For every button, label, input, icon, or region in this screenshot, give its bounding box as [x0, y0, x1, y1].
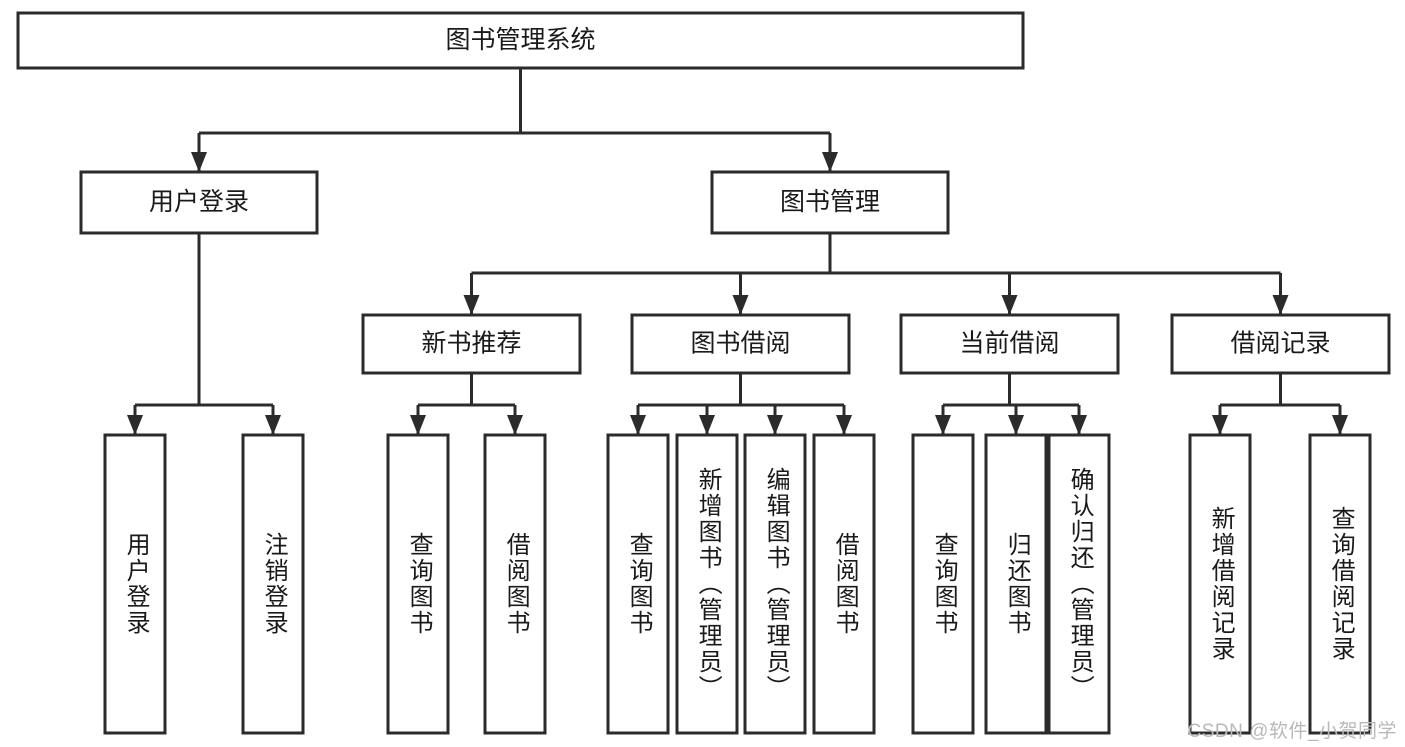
leaf-node-leaf-confirm-return[interactable]: [1047, 433, 1111, 735]
leaf-node-leaf-query-book-a[interactable]: [386, 433, 450, 735]
arrow-head: [1008, 415, 1024, 435]
arrow-head: [463, 295, 480, 315]
node-label: 图书管理系统: [445, 26, 595, 54]
node-box[interactable]: [812, 433, 876, 735]
node-current-borrow[interactable]: 当前借阅: [899, 313, 1120, 375]
leaf-node-leaf-return-book[interactable]: [984, 433, 1048, 735]
node-book-manage[interactable]: 图书管理: [710, 170, 950, 235]
node-box[interactable]: [79, 170, 319, 235]
node-label: 新书推荐: [421, 330, 521, 358]
node-label: 借阅记录: [1230, 330, 1330, 358]
node-box[interactable]: [16, 11, 1025, 70]
node-book-borrow[interactable]: 图书借阅: [630, 313, 851, 375]
node-box[interactable]: [103, 433, 167, 735]
arrow-head: [935, 415, 951, 435]
node-box[interactable]: [710, 170, 950, 235]
arrow-head: [1001, 295, 1018, 315]
node-box[interactable]: [911, 433, 975, 735]
arrow-head: [191, 152, 207, 172]
leaf-node-leaf-query-record[interactable]: [1308, 433, 1372, 735]
watermark-text: CSDN @软件_小贺同学: [1187, 721, 1397, 742]
arrow-head: [732, 295, 749, 315]
node-label: 用户登录: [149, 188, 249, 216]
node-box[interactable]: [984, 433, 1048, 735]
arrow-head: [1332, 415, 1348, 435]
node-new-book-rec[interactable]: 新书推荐: [361, 313, 582, 375]
leaf-node-leaf-add-record[interactable]: [1188, 433, 1252, 735]
node-box[interactable]: [241, 433, 305, 735]
node-box[interactable]: [1188, 433, 1252, 735]
arrow-head: [410, 415, 426, 435]
node-label: 当前借阅: [959, 330, 1059, 358]
leaf-node-leaf-edit-book[interactable]: [743, 433, 807, 735]
node-box[interactable]: [1308, 433, 1372, 735]
arrow-head: [767, 415, 783, 435]
leaf-node-leaf-query-book-c[interactable]: [911, 433, 975, 735]
leaf-node-leaf-borrow-book-a[interactable]: [483, 433, 547, 735]
node-box[interactable]: [743, 433, 807, 735]
node-box[interactable]: [483, 433, 547, 735]
leaf-node-leaf-query-book-b[interactable]: [606, 433, 670, 735]
arrow-head: [127, 415, 143, 435]
node-user-login[interactable]: 用户登录: [79, 170, 319, 235]
arrow-head: [507, 415, 523, 435]
node-box[interactable]: [899, 313, 1120, 375]
node-box[interactable]: [361, 313, 582, 375]
leaf-node-leaf-borrow-book-b[interactable]: [812, 433, 876, 735]
leaf-node-leaf-add-book[interactable]: [675, 433, 739, 735]
arrow-head: [699, 415, 715, 435]
arrow-head: [630, 415, 646, 435]
edges-layer: [127, 68, 1348, 435]
arrow-head: [836, 415, 852, 435]
leaf-node-leaf-logout[interactable]: [241, 433, 305, 735]
arrow-head: [265, 415, 281, 435]
node-box[interactable]: [1047, 433, 1111, 735]
arrow-head: [1212, 415, 1228, 435]
arrow-head: [1071, 415, 1087, 435]
node-root-root[interactable]: 图书管理系统: [16, 11, 1025, 70]
node-box[interactable]: [675, 433, 739, 735]
node-label: 图书借阅: [690, 330, 790, 358]
node-box[interactable]: [630, 313, 851, 375]
leaf-node-leaf-user-login[interactable]: [103, 433, 167, 735]
node-box[interactable]: [1170, 313, 1391, 375]
arrow-head: [1272, 295, 1289, 315]
node-label: 图书管理: [780, 188, 880, 216]
node-box[interactable]: [386, 433, 450, 735]
arrow-head: [822, 152, 838, 172]
node-borrow-record[interactable]: 借阅记录: [1170, 313, 1391, 375]
node-box[interactable]: [606, 433, 670, 735]
